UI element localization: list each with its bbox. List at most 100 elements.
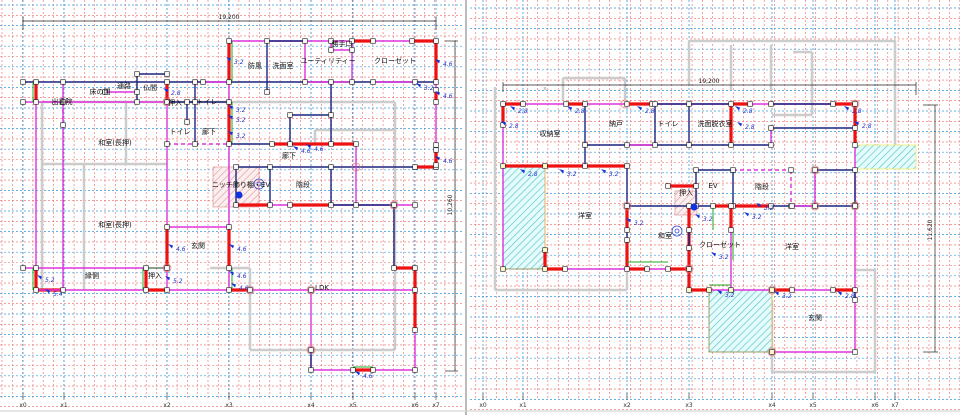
room-label: 廊下 — [202, 127, 216, 136]
room-label: 階段 — [296, 180, 310, 189]
wall-value: 3.2 — [782, 293, 792, 300]
wall-node — [328, 47, 334, 53]
room-label: 出書院 — [52, 97, 73, 106]
direction-marker-icon — [165, 276, 170, 281]
room-label: トイレ — [197, 98, 218, 106]
wall-node — [328, 164, 334, 170]
axis-label: x5 — [809, 402, 817, 409]
wall-node — [769, 287, 775, 293]
wall-node — [433, 87, 439, 93]
wall-node — [33, 99, 39, 105]
room-label: 収納室 — [540, 129, 561, 138]
wall-node — [412, 265, 418, 271]
axis-label: x0 — [19, 402, 27, 409]
room-labels: 防風洗面室ユーティリティー勝手口クローゼット床の間通路仏間押入トイレ出書院トイレ… — [52, 39, 823, 322]
room-label: 勝手口 — [332, 39, 353, 48]
right-dimension-width: 19,200 — [502, 78, 917, 95]
direction-marker-icon — [229, 244, 234, 249]
direction-marker-icon — [837, 291, 842, 296]
wall-value: 2.8 — [645, 108, 655, 115]
axis-label: x7 — [432, 402, 440, 409]
wall-value: 3.2 — [234, 59, 244, 66]
wall-node — [164, 224, 170, 230]
wall-node — [852, 203, 858, 209]
room-label: クローゼット — [699, 240, 741, 249]
room-label: 洋室 — [578, 211, 592, 220]
wall-node — [226, 79, 232, 85]
wall-node — [665, 266, 671, 272]
wall-node — [143, 287, 149, 293]
wall-node — [370, 367, 376, 373]
wall-node — [624, 237, 630, 243]
direction-marker-icon — [717, 290, 722, 295]
wall-value: 3.2 — [725, 292, 735, 299]
wall-node — [624, 203, 630, 209]
wall-node — [328, 38, 334, 44]
wall-node — [768, 125, 774, 131]
wall-node — [391, 202, 397, 208]
column-node — [850, 99, 860, 109]
wall-node — [287, 202, 293, 208]
wall-node — [728, 101, 734, 107]
direction-marker-icon — [567, 106, 572, 111]
wall-value: 3.2 — [764, 205, 774, 212]
wall-node — [328, 202, 334, 208]
wall-node — [226, 287, 232, 293]
axis-label: x6 — [871, 402, 879, 409]
wall-node — [412, 164, 418, 170]
wall-value: 4.6 — [237, 273, 247, 280]
wall-node — [164, 287, 170, 293]
wall-nodes — [20, 38, 860, 373]
wall-value: 3.2 — [703, 216, 713, 223]
wall-node — [693, 167, 699, 173]
column-node — [351, 162, 361, 172]
wall-node — [192, 79, 198, 85]
wall-value: 2.8 — [171, 90, 181, 97]
column-node — [245, 285, 255, 295]
wall-node — [200, 79, 206, 85]
wall-node — [433, 162, 439, 168]
hatch-area — [502, 165, 546, 270]
direction-marker-icon — [744, 212, 749, 217]
wall-node — [542, 247, 548, 253]
direction-marker-icon — [774, 291, 779, 296]
wall-node — [287, 141, 293, 147]
wall-node — [143, 265, 149, 271]
room-label: 納戸 — [609, 119, 623, 128]
direction-marker-icon — [695, 214, 700, 219]
direction-marker-icon — [37, 275, 42, 280]
wall-node — [433, 99, 439, 105]
wall-value: 3.2 — [424, 85, 434, 92]
wall-node — [747, 101, 753, 107]
room-label: 通路 — [117, 81, 131, 90]
room-label: 玄関 — [808, 313, 822, 322]
wall-node — [308, 287, 314, 293]
column-node — [810, 165, 820, 175]
wall-node — [184, 99, 190, 105]
wall-node — [500, 101, 506, 107]
wall-node — [233, 164, 239, 170]
direction-marker-icon — [844, 106, 849, 111]
wall-node — [706, 287, 712, 293]
room-label: 和室 — [658, 231, 672, 240]
wall-node — [852, 287, 858, 293]
dimension-label: 19,200 — [699, 78, 720, 85]
left-dimension-height: 10,260 — [445, 40, 458, 372]
wall-node — [134, 89, 140, 95]
wall-node — [412, 202, 418, 208]
wall-value: 4.6 — [176, 246, 186, 253]
room-label: 押入 — [679, 188, 693, 197]
direction-marker-icon — [163, 88, 168, 93]
column-node — [306, 285, 316, 295]
wall-node — [686, 287, 692, 293]
wall-value: 2.8 — [528, 171, 538, 178]
wall-node — [349, 47, 355, 53]
axis-label: x2 — [623, 402, 631, 409]
dimension-label: 19,200 — [219, 14, 240, 21]
wall-value: 2.8 — [845, 293, 855, 300]
wall-node — [287, 112, 293, 118]
column-node — [620, 99, 630, 109]
room-label: 洗面室 — [273, 61, 294, 70]
wall-node — [768, 203, 774, 209]
